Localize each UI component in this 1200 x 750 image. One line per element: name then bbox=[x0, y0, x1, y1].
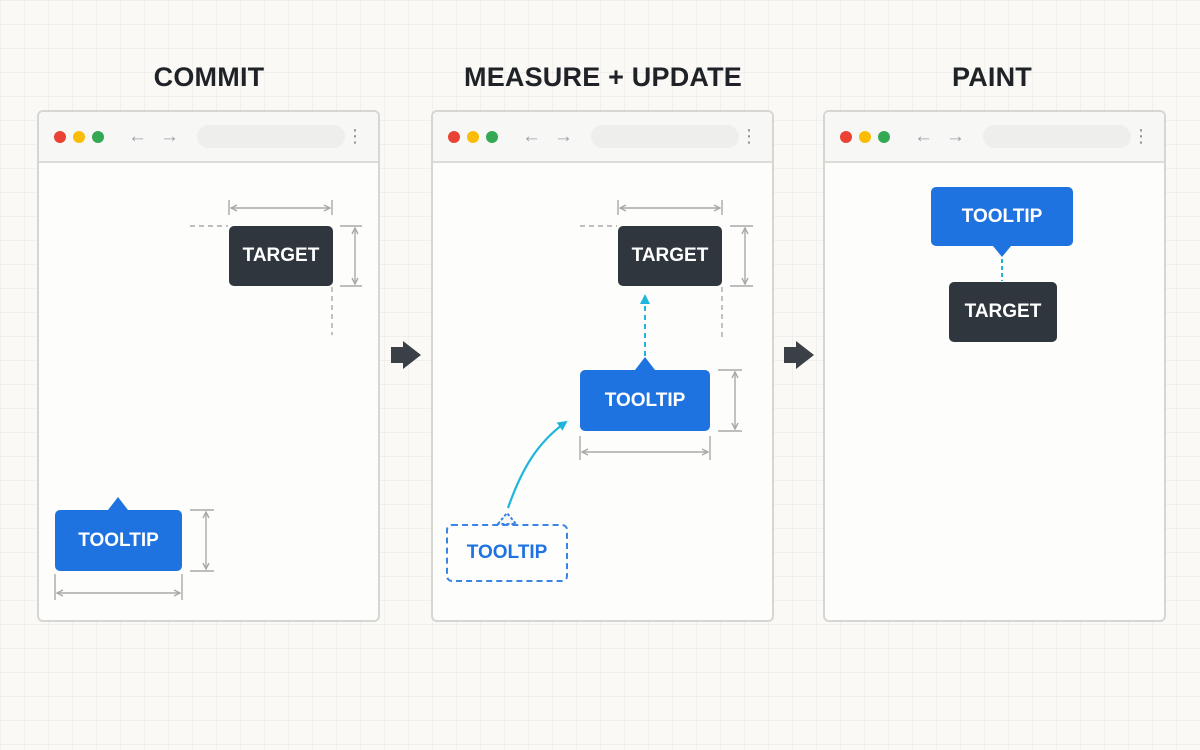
minimize-dot-icon[interactable] bbox=[859, 131, 871, 143]
arrow-right-icon[interactable]: → bbox=[554, 126, 573, 147]
minimize-dot-icon[interactable] bbox=[73, 131, 85, 143]
stage-title-paint: PAINT bbox=[952, 62, 1032, 92]
tooltip-element-measured: TOOLTIP bbox=[580, 370, 710, 431]
arrow-left-icon[interactable]: ← bbox=[522, 126, 541, 147]
maximize-dot-icon[interactable] bbox=[878, 131, 890, 143]
browser-toolbar: ← → ⋮ bbox=[825, 112, 1164, 163]
browser-toolbar: ← → ⋮ bbox=[39, 112, 378, 163]
close-dot-icon[interactable] bbox=[54, 131, 66, 143]
kebab-menu-icon[interactable]: ⋮ bbox=[740, 126, 758, 146]
close-dot-icon[interactable] bbox=[448, 131, 460, 143]
arrow-left-icon[interactable]: ← bbox=[128, 126, 147, 147]
stage-title-measure-update: MEASURE + UPDATE bbox=[464, 62, 742, 92]
browser-toolbar: ← → ⋮ bbox=[433, 112, 772, 163]
target-element: TARGET bbox=[618, 226, 722, 286]
step-arrow-icon bbox=[391, 341, 421, 369]
tooltip-element-previous-position: TOOLTIP bbox=[446, 524, 568, 582]
target-element: TARGET bbox=[229, 226, 333, 286]
maximize-dot-icon[interactable] bbox=[486, 131, 498, 143]
target-element: TARGET bbox=[949, 282, 1057, 342]
kebab-menu-icon[interactable]: ⋮ bbox=[1132, 126, 1150, 146]
close-dot-icon[interactable] bbox=[840, 131, 852, 143]
maximize-dot-icon[interactable] bbox=[92, 131, 104, 143]
stage-title-commit: COMMIT bbox=[153, 62, 265, 92]
browser-window-measure-update: ← → ⋮ bbox=[431, 110, 774, 622]
arrow-right-icon[interactable]: → bbox=[160, 126, 179, 147]
minimize-dot-icon[interactable] bbox=[467, 131, 479, 143]
address-bar[interactable] bbox=[591, 125, 739, 148]
tooltip-element-final: TOOLTIP bbox=[931, 187, 1073, 246]
arrow-left-icon[interactable]: ← bbox=[914, 126, 933, 147]
tooltip-element-initial: TOOLTIP bbox=[55, 510, 182, 571]
step-arrow-icon bbox=[784, 341, 814, 369]
kebab-menu-icon[interactable]: ⋮ bbox=[346, 126, 364, 146]
address-bar[interactable] bbox=[983, 125, 1131, 148]
address-bar[interactable] bbox=[197, 125, 345, 148]
arrow-right-icon[interactable]: → bbox=[946, 126, 965, 147]
